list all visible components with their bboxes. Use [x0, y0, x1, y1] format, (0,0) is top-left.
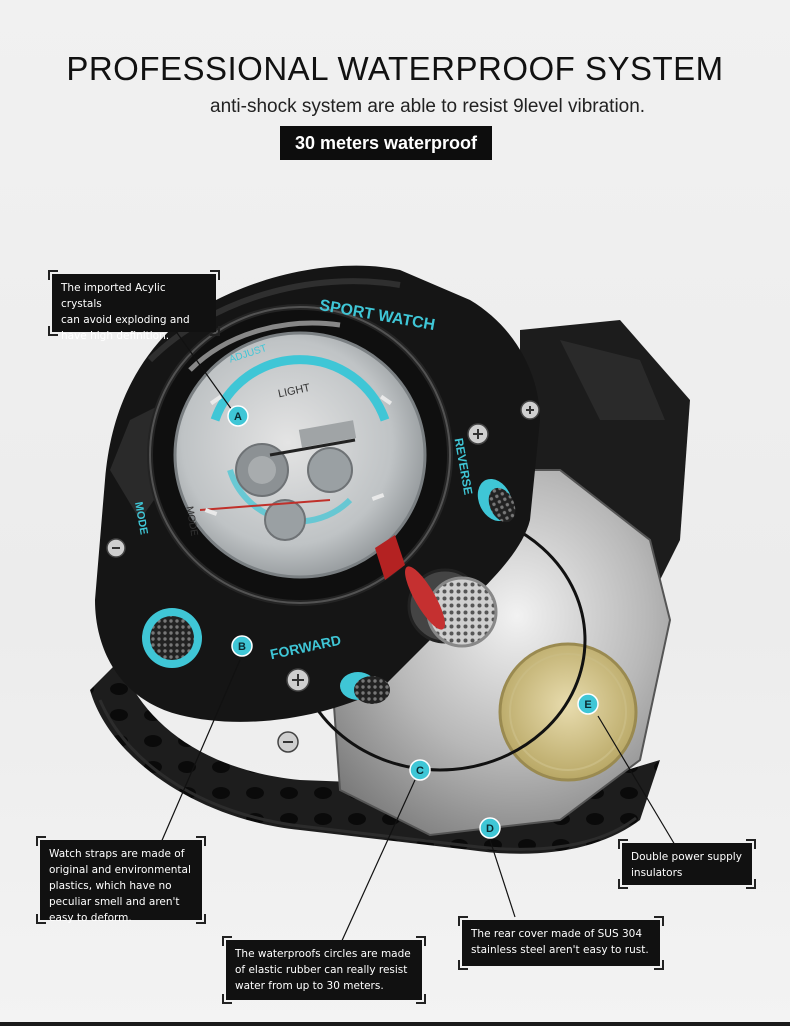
page-title: PROFESSIONAL WATERPROOF SYSTEM	[66, 50, 724, 87]
marker-d: D	[486, 823, 494, 835]
bottom-divider	[0, 1022, 790, 1026]
dial-mode-label: MODE	[183, 506, 199, 538]
callout-circles-line: of elastic rubber can really resist	[235, 964, 408, 976]
marker-b: B	[238, 641, 246, 653]
callout-insulators-line: Double power supply	[631, 851, 742, 863]
callout-rear-cover-line: The rear cover made of SUS 304	[471, 928, 643, 940]
marker-c: C	[416, 765, 424, 777]
callout-straps-line: peculiar smell and aren't	[49, 896, 180, 908]
callout-crystal-line: have high definition.	[61, 330, 170, 342]
callout-circles-line: The waterproofs circles are made	[235, 948, 411, 960]
callout-crystal-line: The imported Acylic crystals	[61, 282, 166, 310]
marker-a: A	[234, 411, 242, 423]
callout-insulators: Double power supply insulators	[618, 839, 756, 889]
callout-crystal-line: can avoid exploding and	[61, 314, 190, 326]
callout-circles-line: water from up to 30 meters.	[235, 980, 384, 992]
callout-rear-cover: The rear cover made of SUS 304 stainless…	[458, 916, 664, 970]
callout-straps-line: easy to deform.	[49, 912, 132, 924]
callout-straps-line: Watch straps are made of	[49, 848, 185, 860]
callout-crystal: The imported Acylic crystals can avoid e…	[48, 270, 220, 342]
callout-circles: The waterproofs circles are made of elas…	[222, 936, 426, 1004]
callout-straps-line: plastics, which have no	[49, 880, 172, 892]
callout-straps: Watch straps are made of original and en…	[36, 836, 206, 924]
power-insulator	[498, 642, 638, 782]
callout-insulators-line: insulators	[631, 867, 683, 879]
marker-e: E	[584, 699, 591, 711]
waterproof-badge: 30 meters waterproof	[280, 126, 492, 160]
bezel-mode-label: MODE	[132, 501, 150, 536]
callout-rear-cover-line: stainless steel aren't easy to rust.	[471, 944, 649, 956]
callout-straps-line: original and environmental	[49, 864, 191, 876]
page-subtitle: anti-shock system are able to resist 9le…	[210, 96, 646, 117]
